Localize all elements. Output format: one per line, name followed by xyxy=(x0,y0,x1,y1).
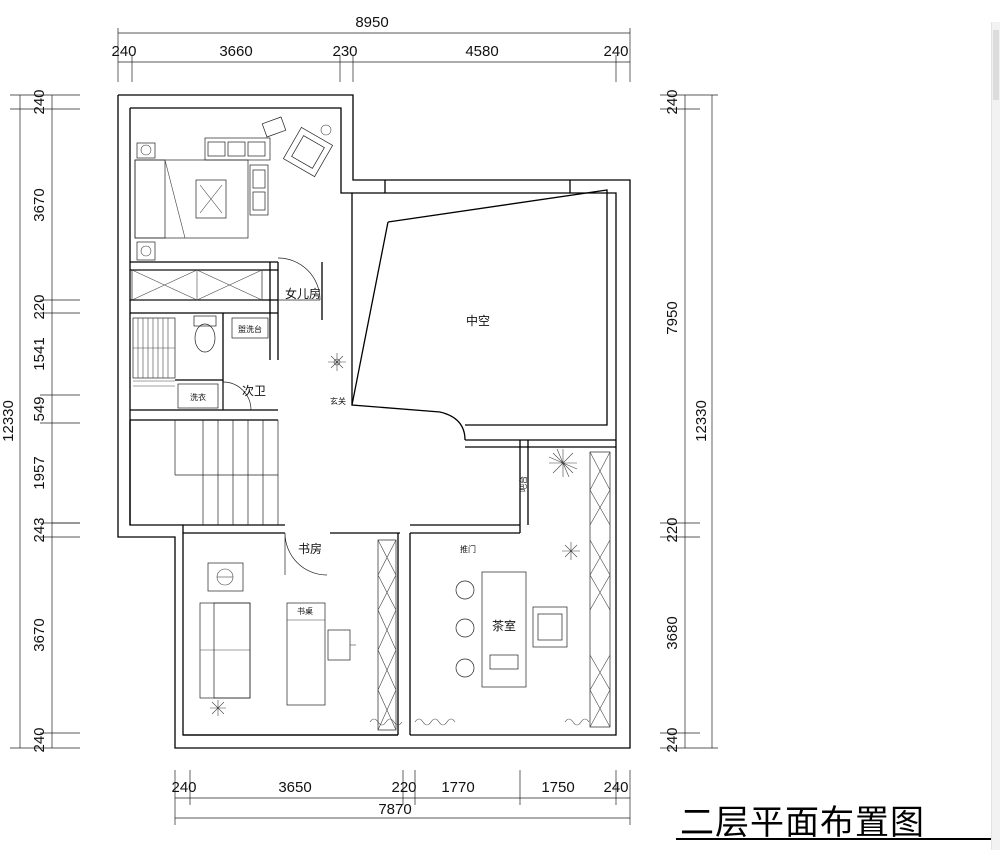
top-total-dim: 8950 xyxy=(355,14,388,31)
left-dim-6: 1957 xyxy=(31,456,48,489)
bottom-dim-5: 1750 xyxy=(541,779,574,796)
daughter-room-label: 女儿房 xyxy=(285,286,321,301)
right-dim-5: 240 xyxy=(664,727,681,752)
left-dim-8: 3670 xyxy=(31,618,48,651)
bottom-dim-6: 240 xyxy=(603,779,628,796)
left-dim-5: 549 xyxy=(31,396,48,421)
secondary-bath-label: 次卫 xyxy=(242,384,266,398)
tea-door-label: 推门 xyxy=(460,544,476,554)
entrance-label: 玄关 xyxy=(330,396,346,406)
laundry-label: 洗衣 xyxy=(190,392,206,402)
tea-plant-small-icon xyxy=(562,542,580,560)
bookcase xyxy=(377,539,397,731)
bottom-total-dim: 7870 xyxy=(378,801,411,818)
drawing-title: 二层平面布置图 xyxy=(680,803,925,843)
tea-plant-icon xyxy=(548,448,578,478)
side-table xyxy=(207,562,244,592)
left-dim-7: 243 xyxy=(31,517,48,542)
toilet xyxy=(193,315,217,327)
title-underline xyxy=(676,838,994,840)
study-desk xyxy=(286,602,326,706)
stool xyxy=(455,658,475,678)
top-dim-2: 3660 xyxy=(219,43,252,60)
armchair xyxy=(282,126,334,178)
laundry xyxy=(177,383,219,409)
right-dim-1: 240 xyxy=(664,89,681,114)
left-dim-2: 3670 xyxy=(31,188,48,221)
left-dim-4: 1541 xyxy=(31,337,48,370)
tea-table xyxy=(481,571,527,688)
study-chair xyxy=(327,629,351,661)
bottom-dim-3: 220 xyxy=(391,779,416,796)
secondary-bathroom: 盥洗台 洗衣 次卫 xyxy=(132,315,269,411)
pillow xyxy=(195,179,227,219)
right-dim-4: 3680 xyxy=(664,616,681,649)
right-dimension-chain: 12330 240 7950 220 3680 240 xyxy=(660,89,718,753)
vanity-label: 盥洗台 xyxy=(238,324,262,334)
void-area: 中空 xyxy=(351,189,608,441)
tea-cabinet xyxy=(589,451,611,728)
plant-icon xyxy=(328,353,346,371)
sofa xyxy=(204,137,271,161)
right-total-dim: 12330 xyxy=(693,400,710,442)
stair-and-entrance: 玄关 xyxy=(174,353,346,525)
bottom-dim-4: 1770 xyxy=(441,779,474,796)
scrollbar-thumb[interactable] xyxy=(993,30,999,100)
left-dim-1: 240 xyxy=(31,89,48,114)
top-dim-1: 240 xyxy=(111,43,136,60)
stool xyxy=(455,618,475,638)
right-dim-3: 220 xyxy=(664,517,681,542)
tea-room-label: 茶室 xyxy=(492,618,516,633)
right-dim-2: 7950 xyxy=(664,301,681,334)
daughter-room: 女儿房 xyxy=(131,116,334,301)
left-total-dim: 12330 xyxy=(0,400,17,442)
stool xyxy=(455,580,475,600)
exterior-walls xyxy=(117,94,631,749)
vertical-scrollbar[interactable] xyxy=(991,22,1000,850)
top-dimension-chain: 8950 240 3660 230 4580 240 xyxy=(111,14,631,82)
study-plant-icon xyxy=(210,700,226,716)
left-dim-9: 240 xyxy=(31,727,48,752)
bed xyxy=(134,159,249,239)
top-dim-5: 240 xyxy=(603,43,628,60)
study-label: 书房 xyxy=(298,541,322,556)
void-label: 中空 xyxy=(466,313,490,328)
top-dim-4: 4580 xyxy=(465,43,498,60)
side-cabinet-label: 吧台 xyxy=(518,476,528,492)
vanity xyxy=(231,317,269,339)
left-dimension-chain: 12330 240 3670 220 1541 549 1957 243 367… xyxy=(0,89,80,753)
study-room: 书房 书桌 xyxy=(199,532,403,731)
tea-armchair xyxy=(532,606,568,648)
study-desk-label: 书桌 xyxy=(297,606,313,616)
top-dim-3: 230 xyxy=(332,43,357,60)
tea-room: 推门 吧台 茶室 xyxy=(414,448,611,728)
left-dim-3: 220 xyxy=(31,294,48,319)
bottom-dim-1: 240 xyxy=(171,779,196,796)
bottom-dimension-chain: 240 3650 220 1770 1750 240 7870 xyxy=(171,770,631,825)
bottom-dim-2: 3650 xyxy=(278,779,311,796)
study-sofa xyxy=(199,602,251,699)
